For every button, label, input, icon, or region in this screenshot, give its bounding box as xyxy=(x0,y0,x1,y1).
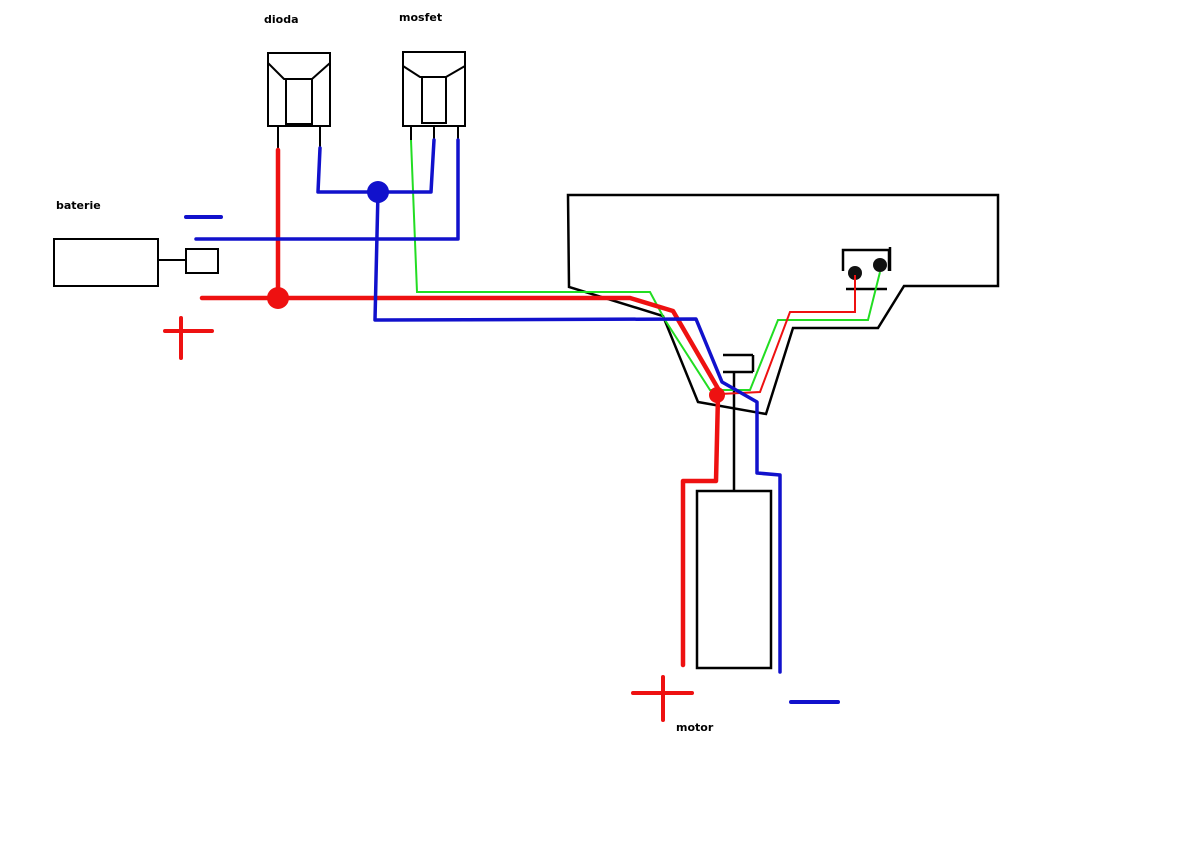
diode-label: dioda xyxy=(264,13,299,26)
switch-terminal-right xyxy=(873,258,887,272)
mosfet-label: mosfet xyxy=(399,11,442,24)
mosfet-component xyxy=(402,51,466,140)
motor-label: motor xyxy=(676,721,714,734)
positive-wire-to-motor xyxy=(680,392,721,668)
signal-wire-mosfet-gate xyxy=(410,139,881,391)
diode-component xyxy=(267,52,331,150)
negative-wire-battery-to-mosfet xyxy=(194,138,460,241)
controller-junction-dot xyxy=(709,387,725,403)
positive-wires xyxy=(199,147,723,668)
battery-label: baterie xyxy=(56,199,101,212)
positive-wire-battery-to-controller xyxy=(199,295,723,395)
switch-red-wire xyxy=(719,275,856,395)
controller-housing xyxy=(566,193,1000,490)
battery-plus-mark xyxy=(163,316,214,360)
negative-wire-to-controller xyxy=(373,190,782,674)
negative-junction-dot xyxy=(367,181,389,203)
motor-plus-mark xyxy=(631,675,694,722)
switch-terminal-left xyxy=(848,266,862,280)
positive-junction-dot xyxy=(267,287,289,309)
signal-wires xyxy=(410,139,881,391)
battery-component xyxy=(53,238,219,287)
motor-component xyxy=(695,489,773,670)
